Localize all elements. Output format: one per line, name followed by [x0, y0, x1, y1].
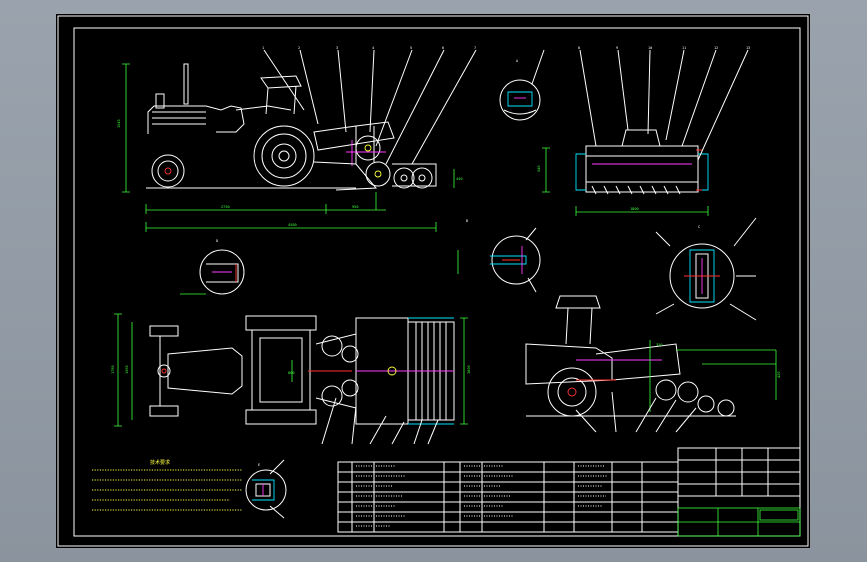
svg-text:2750: 2750	[221, 205, 230, 209]
technical-notes: 技术要求	[92, 459, 242, 511]
svg-text:D: D	[216, 239, 218, 243]
svg-text:420: 420	[777, 372, 781, 379]
svg-text:11: 11	[682, 46, 686, 50]
svg-text:4580: 4580	[288, 223, 297, 227]
svg-text:1800: 1800	[630, 207, 639, 211]
svg-text:1: 1	[262, 46, 264, 50]
svg-text:950: 950	[352, 205, 359, 209]
title-block	[677, 447, 801, 537]
detail-view-c: C	[655, 217, 757, 321]
svg-text:5: 5	[410, 46, 412, 50]
svg-text:6: 6	[442, 46, 444, 50]
svg-text:2: 2	[298, 46, 300, 50]
inner-border	[73, 27, 801, 537]
svg-text:3: 3	[336, 46, 338, 50]
svg-text:9: 9	[616, 46, 618, 50]
svg-text:E: E	[258, 463, 260, 467]
svg-text:4: 4	[372, 46, 374, 50]
view-side-elevation: 1545 2750 950 4580 440 1 2 3 4 5 6 7	[117, 46, 477, 232]
svg-text:540: 540	[537, 166, 541, 173]
rear-wheel	[253, 125, 315, 187]
svg-text:1565: 1565	[125, 365, 129, 374]
svg-text:1795: 1795	[111, 365, 115, 374]
svg-text:C: C	[698, 225, 700, 229]
svg-text:320: 320	[656, 343, 663, 347]
view-front-elevation: 540 1800 8 9 10 11 12 13	[537, 46, 750, 216]
view-plan: 1795 1565 1800 800	[111, 313, 471, 445]
detail-view-a: A	[499, 49, 545, 121]
svg-text:7: 7	[474, 46, 476, 50]
notes-heading: 技术要求	[150, 459, 170, 466]
outer-border	[57, 15, 809, 547]
svg-text:440: 440	[456, 177, 463, 181]
svg-text:12: 12	[714, 46, 718, 50]
view-side-implement: 420 320	[525, 295, 781, 433]
svg-text:13: 13	[746, 46, 750, 50]
svg-text:A: A	[516, 59, 519, 63]
detail-view-b: B	[457, 219, 541, 293]
detail-view-e: E	[245, 459, 287, 519]
svg-text:B: B	[466, 219, 468, 223]
parts-list	[337, 461, 679, 533]
detail-view-d: D	[180, 239, 245, 295]
svg-text:8: 8	[578, 46, 580, 50]
svg-text:1800: 1800	[467, 365, 471, 374]
front-wheel	[151, 154, 185, 188]
svg-text:1545: 1545	[117, 119, 121, 128]
svg-text:10: 10	[648, 46, 652, 50]
svg-text:800: 800	[288, 371, 295, 375]
